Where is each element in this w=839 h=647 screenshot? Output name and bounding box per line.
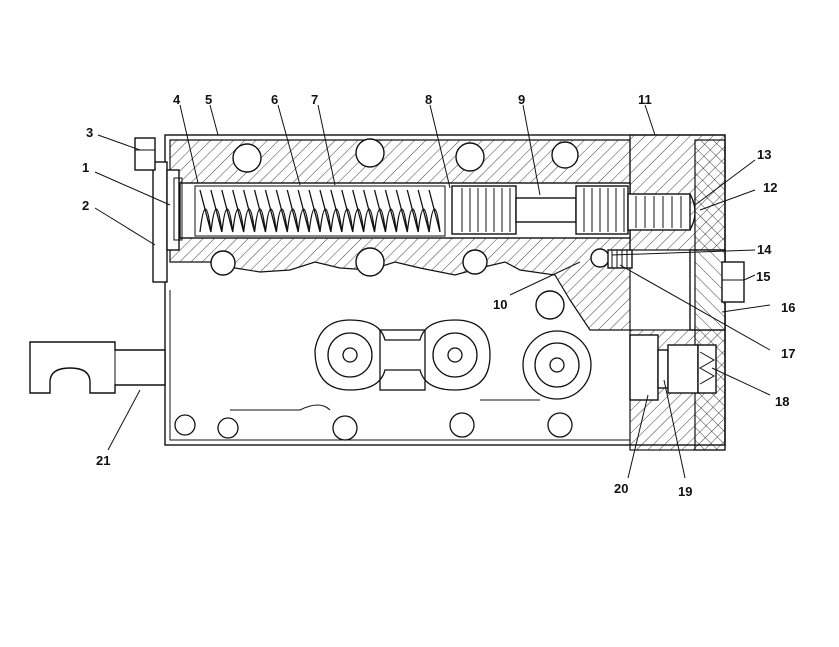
spring — [194, 185, 446, 237]
callout-15: 15 — [756, 269, 770, 284]
callout-18: 18 — [775, 394, 789, 409]
bolt-15 — [721, 261, 745, 303]
callout-16: 16 — [781, 300, 795, 315]
callout-6: 6 — [271, 92, 278, 107]
callout-1: 1 — [82, 160, 89, 175]
callout-8: 8 — [425, 92, 432, 107]
callout-13: 13 — [757, 147, 771, 162]
callout-3: 3 — [86, 125, 93, 140]
callout-7: 7 — [311, 92, 318, 107]
callout-17: 17 — [781, 346, 795, 361]
lower-body — [169, 290, 630, 441]
lever-21 — [29, 341, 166, 394]
callout-2: 2 — [82, 198, 89, 213]
callout-14: 14 — [757, 242, 772, 257]
callout-12: 12 — [763, 180, 777, 195]
left-cover — [152, 161, 183, 283]
callout-11: 11 — [638, 92, 652, 107]
spool — [451, 185, 696, 235]
leader-lines — [94, 104, 771, 479]
callout-labels: 1 2 3 4 5 6 7 8 9 10 11 12 13 14 15 16 1… — [82, 92, 795, 499]
bolt-3 — [134, 137, 156, 171]
callout-5: 5 — [205, 92, 212, 107]
callout-20: 20 — [614, 481, 628, 496]
check-valve — [590, 248, 633, 269]
callout-10: 10 — [493, 297, 507, 312]
callout-21: 21 — [96, 453, 110, 468]
lower-plug — [629, 334, 717, 401]
callout-19: 19 — [678, 484, 692, 499]
callout-9: 9 — [518, 92, 525, 107]
callout-4: 4 — [173, 92, 181, 107]
